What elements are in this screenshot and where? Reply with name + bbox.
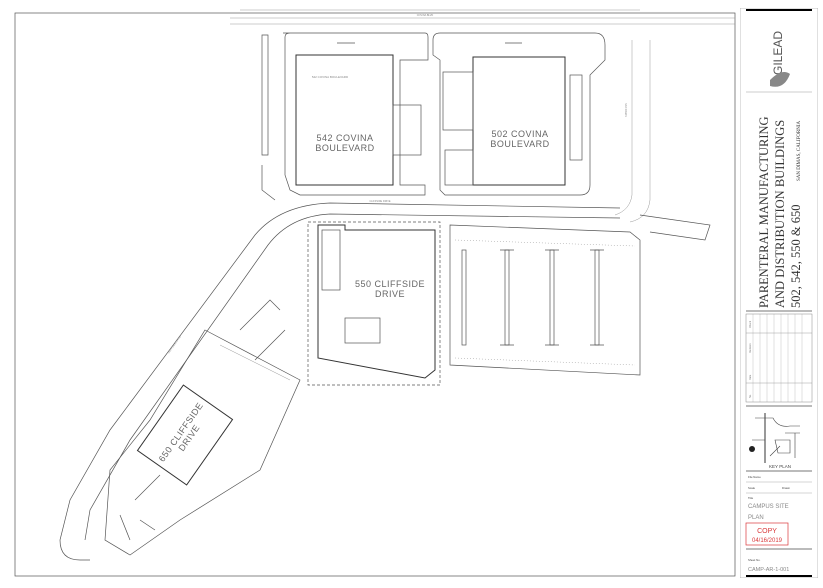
project-title-line1: PARENTERAL MANUFACTURING [757,116,771,308]
drawn-label: Drawn [782,486,791,490]
street-label-east: SAN DIMAS [624,103,627,117]
site-550: 550 CLIFFSIDE DRIVE [307,221,441,386]
street-label-diagonal: CLIFFSIDE DRIVE [167,335,182,354]
sheet-title-line1: CAMPUS SITE [748,504,789,510]
site-502: 502 COVINA BOULEVARD [432,32,606,196]
drawing-border [14,12,736,577]
key-plan-label: KEY PLAN [769,464,791,469]
building-502-label: 502 COVINA [491,129,548,139]
parking-east [449,224,641,376]
project-title-line2: AND DISTRIBUTION BUILDINGS [773,120,787,308]
project-title-line3: 502, 542, 550 & 650 [789,205,803,308]
project-location: SAN DIMAS, CALIFORNIA [797,120,802,181]
rev-header-revision: Revision [749,343,752,353]
sheet-number: CAMP-AR-1-001 [748,567,789,573]
covina-blvd: COVINA BLVD [230,14,735,25]
stamp-date: 04/16/2019 [752,538,783,544]
rev-header-date: Date [749,374,752,380]
rev-header-no: No. [749,394,752,398]
gilead-logo: GILEAD [770,31,790,87]
title-label: Title [748,496,754,500]
building-542-label-2: BOULEVARD [315,143,374,153]
building-650 [136,384,234,486]
sheet-no-label: Sheet No. [748,558,761,562]
leaf-logo-icon [770,72,790,87]
building-542-label: 542 COVINA [316,133,373,143]
building-502-label-2: BOULEVARD [490,139,549,149]
key-plan: KEY PLAN [749,413,800,469]
street-label-south: CLIFFSIDE DRIVE [369,200,390,203]
north-arrow-icon [749,446,755,452]
title-block: GILEAD PARENTERAL MANUFACTURING AND DIST… [740,8,818,578]
stamp-copy: COPY [757,528,777,535]
building-550 [317,224,436,379]
rev-header-check: Check [749,320,752,328]
building-542-small-label: 542 COVINA BOULEVARD [312,75,349,79]
file-name-label: File Name [748,475,761,479]
building-550-label-2: DRIVE [375,289,405,299]
building-502 [472,56,566,186]
copy-stamp: COPY 04/16/2019 [745,522,789,546]
scale-label: Scale [748,486,755,490]
sheet-title-line2: PLAN [748,515,764,521]
site-650: 650 CLIFFSIDE DRIVE [104,299,301,556]
revision-table: No. Date Revision Check [745,313,813,403]
site-542: 542 COVINA BOULEVARD 542 COVINA BOULEVAR… [283,32,429,196]
parking-west [261,34,276,201]
brand-name: GILEAD [771,31,785,75]
building-542 [295,54,394,186]
east-road: SAN DIMAS [614,40,711,241]
street-label-north: COVINA BLVD [417,14,434,17]
building-550-label: 550 CLIFFSIDE [355,279,425,289]
